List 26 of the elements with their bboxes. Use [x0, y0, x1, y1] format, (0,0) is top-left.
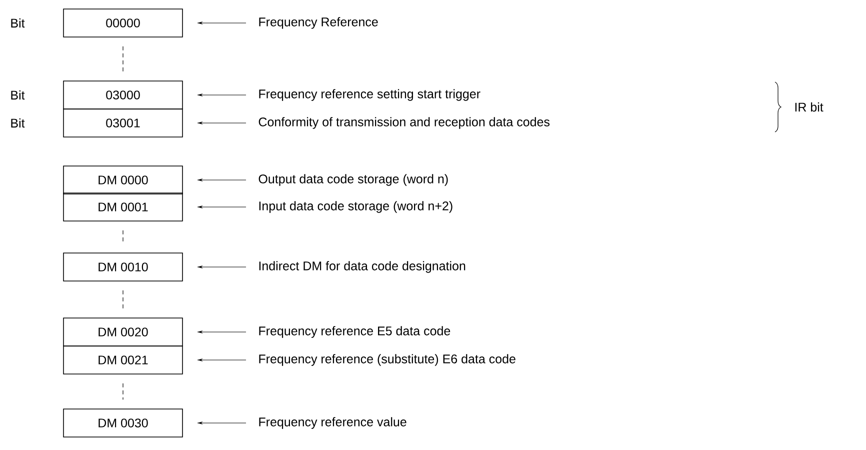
continuation-line — [122, 383, 124, 400]
group-label: IR bit — [795, 102, 824, 112]
continuation-line — [122, 230, 124, 244]
description-text: Conformity of transmission and reception data codes — [258, 117, 550, 129]
continuation-line — [122, 46, 124, 72]
bit-label: Bit — [11, 118, 25, 128]
register-box: DM 0020 — [63, 318, 183, 346]
description-text: Input data code storage (word n+2) — [259, 201, 452, 213]
register-box: 00000 — [63, 8, 183, 38]
description-text: Frequency reference value — [259, 417, 406, 429]
continuation-line — [122, 290, 124, 309]
register-box: DM 0010 — [63, 252, 183, 282]
register-box: 03000 — [63, 80, 183, 110]
register-box: 03001 — [63, 108, 183, 138]
description-text: Frequency reference E5 data code — [259, 326, 450, 338]
description-text: Frequency Reference — [259, 17, 378, 29]
register-box: DM 0021 — [63, 346, 183, 374]
description-text: Output data code storage (word n) — [258, 174, 448, 186]
register-box: DM 0000 — [63, 166, 183, 194]
register-box: DM 0030 — [63, 408, 183, 438]
bit-label: Bit — [11, 90, 25, 100]
description-text: Frequency reference setting start trigger — [259, 89, 480, 101]
bit-label: Bit — [11, 18, 25, 28]
description-text: Indirect DM for data code designation — [259, 261, 466, 273]
register-box: DM 0001 — [63, 192, 183, 222]
description-text: Frequency reference (substitute) E6 data code — [259, 354, 516, 366]
